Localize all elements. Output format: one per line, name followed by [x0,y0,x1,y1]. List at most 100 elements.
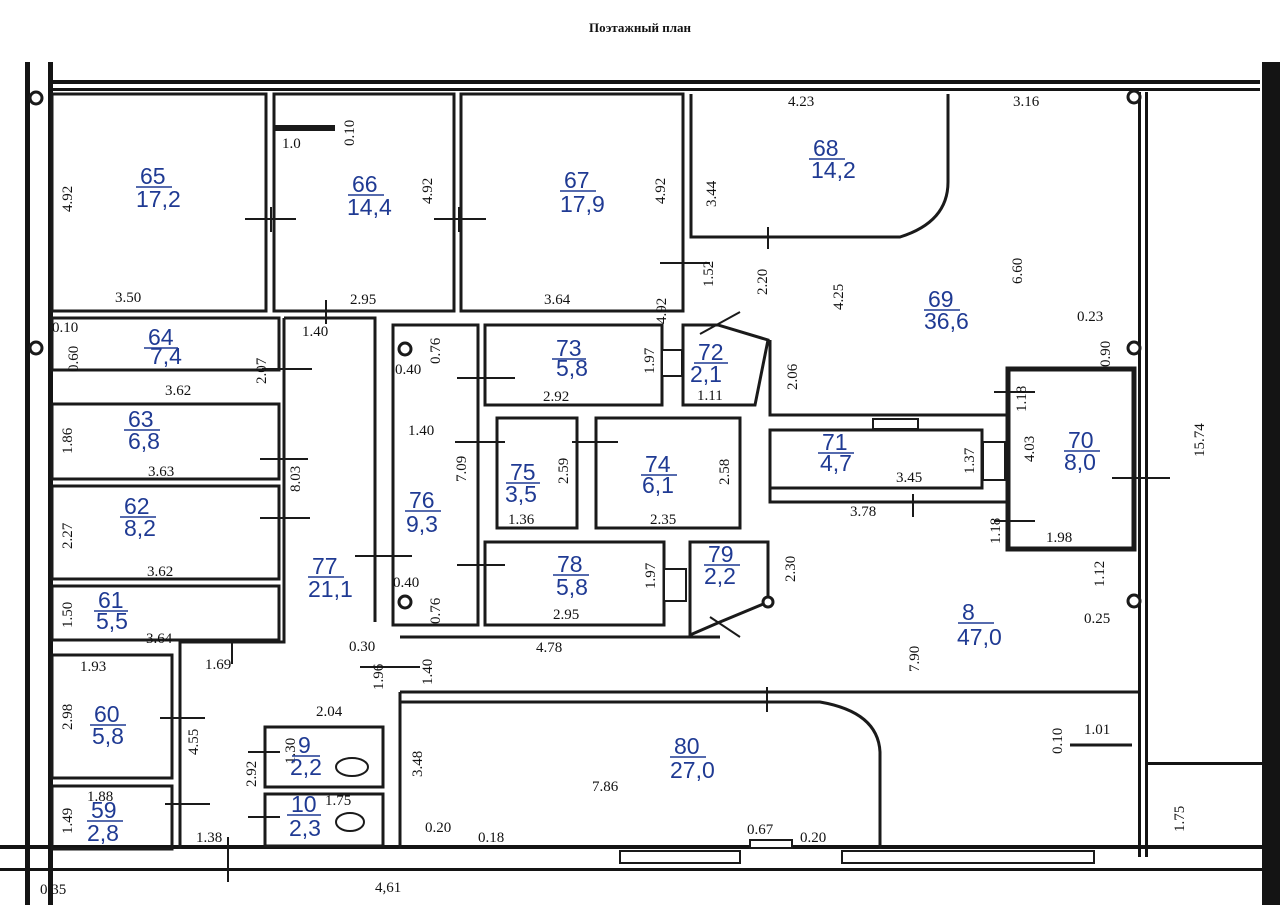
room-area: 5,5 [96,608,128,634]
dimension-label: 2.92 [543,389,569,405]
room-area: 8,2 [124,515,156,541]
dimension-label: 3.62 [147,564,173,580]
dimension-label: 1.75 [325,793,351,809]
room-number: 10 [291,791,317,817]
room-area: 17,9 [560,191,605,217]
dimension-label: 2.06 [785,363,801,390]
room-area: 5,8 [556,574,588,600]
dimension-label: 8.03 [288,466,304,492]
dimension-label: 7.90 [907,646,923,672]
dimension-label: 7.09 [454,456,470,482]
room-area: 17,2 [136,186,181,212]
dimension-label: 1.38 [196,830,222,846]
room-number: 67 [564,167,590,193]
dimension-label: 4.92 [654,298,670,324]
dimension-label: 3.16 [1013,94,1040,110]
dimension-label: 1.37 [962,447,978,474]
dimension-label: 3.78 [850,504,876,520]
dimension-label: 0.30 [349,639,375,655]
dimension-labels: 3.50 2.95 3.64 4.92 4.92 4.92 4.92 1.0 0… [40,94,1208,898]
room-area: 2,1 [690,361,722,387]
dimension-label: 6.60 [1010,258,1026,284]
dimension-label: 0,35 [40,882,66,898]
dimension-label: 2.58 [717,459,733,485]
room-area: 4,7 [820,450,852,476]
room-number: 66 [352,171,378,197]
room-number: 62 [124,493,150,519]
dimension-label: 1.93 [80,659,106,675]
room-number: 9 [298,732,311,758]
dimension-label: 3.50 [115,290,141,306]
dimension-label: 4.55 [186,729,202,755]
dimension-label: 0.18 [478,830,504,846]
dimension-label: 4.92 [653,178,669,204]
dimension-label: 0.76 [428,337,444,364]
room-area: 2,8 [87,820,119,846]
dimension-label: 0.20 [425,820,451,836]
dimension-label: 2.30 [783,556,799,582]
door-marks [160,207,1170,882]
dimension-label: 3.48 [410,751,426,777]
room-area: 2,2 [704,563,736,589]
room-number: 76 [409,487,435,513]
room-area: 7,4 [150,343,182,369]
dimension-label: 4.23 [788,94,814,110]
dimension-label: 2.95 [350,292,376,308]
dimension-label: 1.40 [420,659,436,685]
room-number: 79 [708,541,734,567]
room-number: 60 [94,701,120,727]
room-area: 6,8 [128,428,160,454]
dimension-label: 1.75 [1172,806,1188,832]
dimension-label: 3.44 [704,180,720,207]
floor-plan: 3.50 2.95 3.64 4.92 4.92 4.92 4.92 1.0 0… [0,62,1280,905]
dimension-label: 1.52 [701,261,717,287]
dimension-label: 2.35 [650,512,676,528]
room-area: 47,0 [957,624,1002,650]
dimension-label: 2.92 [244,761,260,787]
dimension-label: 2.27 [60,522,76,549]
room-area: 6,1 [642,472,674,498]
room-number: 72 [698,339,724,365]
room-number: 63 [128,406,154,432]
dimension-label: 4.03 [1022,436,1038,462]
room-number: 65 [140,163,166,189]
dimension-label: 0.10 [52,320,78,336]
dimension-label: 0.25 [1084,611,1110,627]
dimension-label: 7.86 [592,779,619,795]
dimension-label: 2.98 [60,704,76,730]
dimension-label: 2.04 [316,704,343,720]
dimension-label: 4.78 [536,640,562,656]
dimension-label: 4.92 [420,178,436,204]
dimension-label: 4.92 [60,186,76,212]
dimension-label: 0.40 [393,575,419,591]
room-area: 3,5 [505,481,537,507]
dimension-label: 1.18 [1014,386,1030,412]
room-number: 71 [822,429,848,455]
room-area: 2,3 [289,815,321,841]
dimension-label: 2.59 [556,458,572,484]
dimension-label: 0.90 [1098,341,1114,367]
dimension-label: 1.50 [60,602,76,628]
dimension-label: 3.62 [165,383,191,399]
dimension-label: 1.69 [205,657,231,673]
dimension-label: 4.25 [831,284,847,310]
columns [28,89,1142,610]
walls [0,62,1280,905]
room-area: 5,8 [556,355,588,381]
dimension-label: 3.63 [148,464,174,480]
dimension-label: 1.40 [302,324,328,340]
dimension-label: 3.64 [146,631,173,647]
dimension-label: 3.45 [896,470,922,486]
dimension-label: 1.0 [282,136,301,152]
dimension-label: 1.36 [508,512,535,528]
dimension-label: 2.20 [755,269,771,295]
dimension-label: 0.67 [747,822,774,838]
dimension-label: 1.49 [60,808,76,834]
dimension-label: 1.12 [1092,561,1108,587]
dimension-label: 1.18 [988,518,1004,544]
dimension-label: 4,61 [375,880,401,896]
dimension-label: 1.01 [1084,722,1110,738]
dimension-label: 15.74 [1192,423,1208,457]
dimension-label: 0.60 [66,346,82,372]
room-number: 77 [312,553,338,579]
